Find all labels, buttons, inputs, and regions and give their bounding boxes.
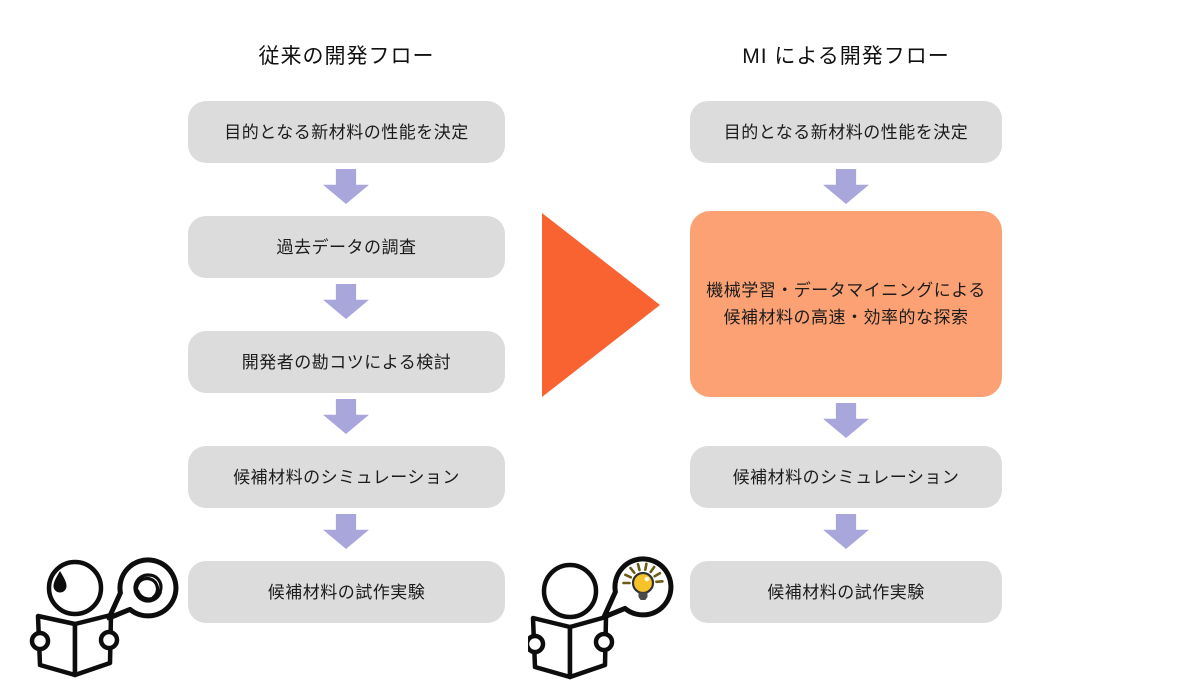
idea-reader-icon <box>528 556 674 680</box>
left-hand-icon <box>528 633 546 655</box>
big-right-arrow-icon <box>542 213 660 397</box>
flow-step-label: 候補材料の試作実験 <box>767 582 925 602</box>
right-hand-icon <box>98 629 120 651</box>
flow-step-label: 目的となる新材料の性能を決定 <box>224 122 469 142</box>
flow-step-box: 目的となる新材料の性能を決定 <box>690 101 1002 163</box>
flow-step-label: 過去データの調査 <box>276 237 417 257</box>
flow-step-label: 開発者の勘コツによる検討 <box>241 352 452 372</box>
flow-step-box: 過去データの調査 <box>188 216 505 278</box>
flow-step-label: 候補材料のシミュレーション <box>732 467 960 487</box>
down-arrow-icon <box>823 514 869 549</box>
down-arrow-icon <box>323 284 369 319</box>
flow-step-box: 開発者の勘コツによる検討 <box>188 331 505 393</box>
highlight-step-label-line1: 機械学習・データマイニングによる <box>706 281 986 300</box>
speech-bubble-icon <box>106 557 179 621</box>
flow-step-box: 候補材料の試作実験 <box>188 561 505 623</box>
idea-speech-bubble <box>601 556 674 620</box>
reader-figure <box>528 562 615 680</box>
flow-step-box: 候補材料の試作実験 <box>690 561 1002 623</box>
book-right-page-icon <box>72 612 114 678</box>
confusion-speech-bubble <box>106 557 179 621</box>
left-flow-title: 従来の開発フロー <box>258 45 435 68</box>
right-hand-icon <box>593 631 615 653</box>
down-arrow-icon <box>323 399 369 434</box>
right-flow-title: MI による開発フロー <box>742 45 950 68</box>
left-hand-icon <box>29 630 51 652</box>
flow-step-box: 候補材料のシミュレーション <box>188 446 505 508</box>
flow-step-label: 候補材料の試作実験 <box>267 582 426 602</box>
reader-figure <box>29 559 120 678</box>
down-arrow-icon <box>823 403 869 438</box>
flow-step-box: 目的となる新材料の性能を決定 <box>188 101 505 163</box>
down-arrow-icon <box>323 169 369 204</box>
scribble-swirl-icon <box>135 573 163 601</box>
book-right-page-icon <box>567 614 609 680</box>
sweat-drop-icon <box>53 571 67 593</box>
down-arrow-icon <box>823 169 869 204</box>
confused-reader-icon <box>29 557 179 678</box>
down-arrow-icon <box>323 514 369 549</box>
flow-step-label: 目的となる新材料の性能を決定 <box>723 122 969 142</box>
lightbulb-icon <box>622 562 664 600</box>
flow-step-label: 候補材料のシミュレーション <box>233 467 460 487</box>
head-icon <box>541 562 599 620</box>
highlight-step-box: 機械学習・データマイニングによる 候補材料の高速・効率的な探索 <box>690 211 1002 397</box>
flow-step-box: 候補材料のシミュレーション <box>690 446 1002 508</box>
highlight-step-label-line2: 候補材料の高速・効率的な探索 <box>723 308 969 327</box>
